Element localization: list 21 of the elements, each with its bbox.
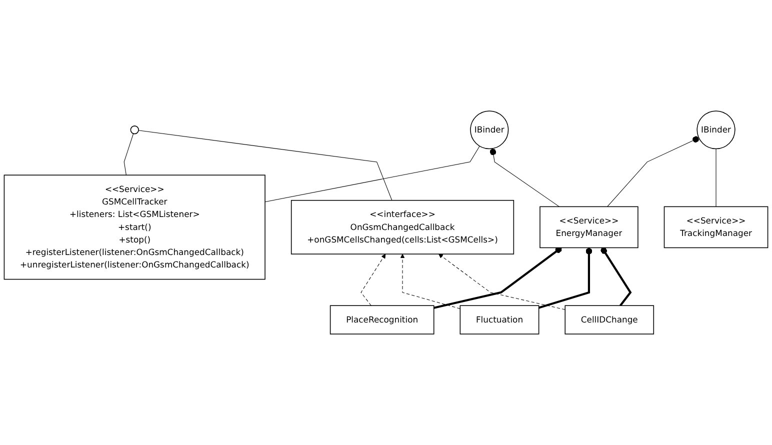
node-circle: IBinder (696, 110, 736, 150)
connector (607, 136, 700, 207)
connector (264, 146, 480, 202)
connector (138, 130, 392, 201)
node-box: <<Service>> EnergyManager (540, 206, 638, 248)
node-circle: IBinder (470, 110, 509, 150)
node-box: <<Service>> TrackingManager (664, 206, 768, 248)
node-box: <<interface>> OnGsmChangedCallback +onGSMCellsChanged(cells:List<GSMCells>) (290, 200, 514, 254)
node-box: CellIDChange (564, 305, 654, 334)
connector (538, 248, 592, 309)
connector (600, 247, 632, 306)
connector (124, 133, 134, 176)
node-box: Fluctuation (460, 305, 540, 334)
arrow (360, 254, 386, 306)
connector (490, 148, 560, 207)
node-box: <<Service>> GSMCellTracker +listeners: List<GSMListener> +start() +stop() +registerListener(listener:OnGsmChangedCallback) +unregisterListener(listener:OnGsmChangedCallback) (4, 174, 266, 280)
arrow (438, 254, 566, 310)
node-circle (130, 126, 139, 134)
node-box: PlaceRecognition (330, 305, 434, 334)
arrow (400, 254, 460, 309)
connector (434, 246, 562, 309)
